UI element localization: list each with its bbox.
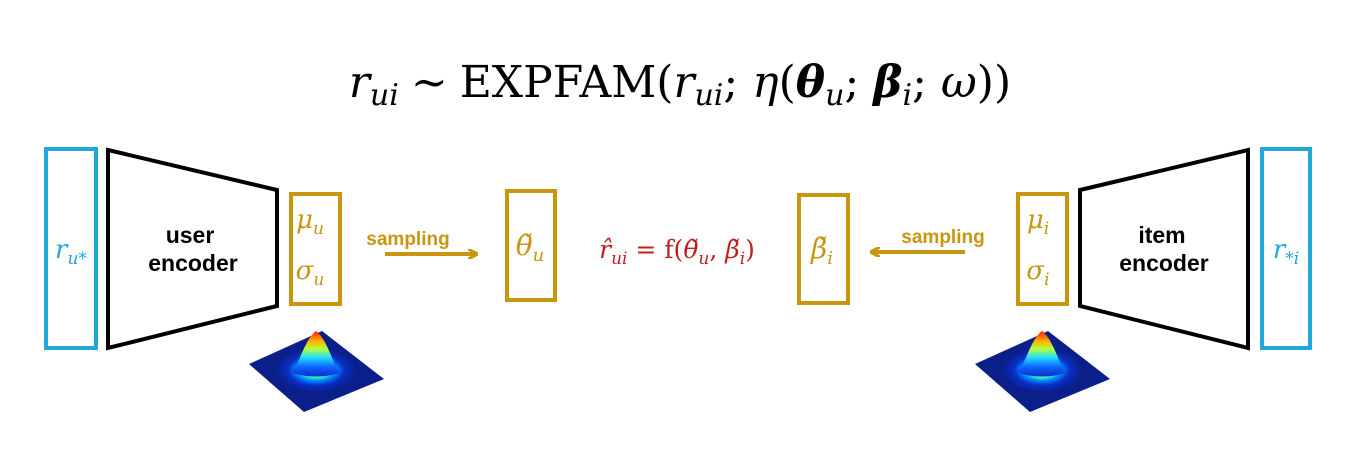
user-sigma: σu [296,256,325,290]
top-formula: rui∼EXPFAM(rui; η(θu; βi; ω)) [349,57,1011,113]
item-beta-sample: β̃i [810,232,833,269]
item-latent-params-box [1016,192,1069,306]
item-input-subscript: *i [1285,249,1299,269]
prediction-eq: = f( [627,235,683,264]
formula-beta: β [871,57,902,108]
item-gaussian-icon [975,331,1110,412]
formula-u-subscript: u [825,78,844,113]
user-input-label: ru* [55,235,87,269]
user-sigma-subscript: u [313,270,324,290]
user-mu: μu [296,205,324,239]
user-input-symbol: r [55,235,69,265]
user-gaussian-icon [249,331,384,412]
user-sample-box [505,189,557,302]
formula-theta: θ [796,57,826,108]
formula-semi1: ; [723,57,752,108]
user-sampling-label: sampling [366,229,449,250]
item-encoder-label-2: encoder [1119,250,1209,276]
user-mu-symbol: μ [296,205,313,235]
user-encoder-label-2: encoder [148,250,238,276]
formula-expfam: EXPFAM( [460,57,674,108]
user-theta-sample: θ̃u [516,229,544,266]
user-encoder-trapezoid [106,147,279,351]
formula-tilde: ∼ [411,57,448,108]
formula-omega: ω [941,57,977,108]
formula-paren: ( [779,57,796,108]
formula-ui2-subscript: ui [694,78,723,113]
prediction-comma: , [709,235,725,264]
user-input-subscript: u* [67,249,87,269]
item-mu-symbol: μ [1027,205,1044,235]
item-mu-subscript: i [1044,219,1049,239]
prediction-ui-subscript: ui [611,249,627,269]
item-beta-subscript: i [827,248,833,269]
formula-i-subscript: i [902,78,912,113]
item-encoder-trapezoid [1078,147,1250,351]
item-sampling-label: sampling [901,227,984,248]
item-mu: μi [1027,205,1049,239]
item-input-label: r*i [1273,235,1299,269]
user-latent-params-box [289,192,342,306]
prediction-formula: r̂ui = f(θ̃u, β̃i) [599,235,755,269]
user-theta-subscript: u [533,245,545,266]
formula-r: r [349,57,373,108]
formula-ui-subscript: ui [370,78,399,113]
item-input-vector [1260,147,1312,350]
item-beta-symbol: β̃ [810,232,827,265]
user-sigma-symbol: σ [296,256,315,286]
user-encoder-label-1: user [166,222,215,248]
prediction-close: ) [745,235,755,264]
prediction-beta: β̃ [724,235,739,264]
user-mu-subscript: u [313,219,324,239]
prediction-theta: θ̃ [683,235,698,264]
item-sigma-subscript: i [1044,270,1049,290]
formula-r2: r [673,57,697,108]
formula-close: )) [977,57,1011,108]
formula-eta: η [752,57,778,108]
prediction-u-subscript: u [698,249,709,269]
item-sigma-symbol: σ [1026,256,1045,286]
formula-semi2: ; [844,57,873,108]
prediction-rhat: r̂ [599,235,613,264]
user-input-vector [44,147,98,350]
item-sample-box [797,193,850,305]
item-sigma: σi [1026,256,1049,290]
formula-semi3: ; [912,57,941,108]
prediction-i-subscript: i [740,249,745,269]
item-encoder-label-1: item [1138,222,1185,248]
user-theta-symbol: θ̃ [516,229,533,262]
item-input-symbol: r [1273,235,1287,265]
